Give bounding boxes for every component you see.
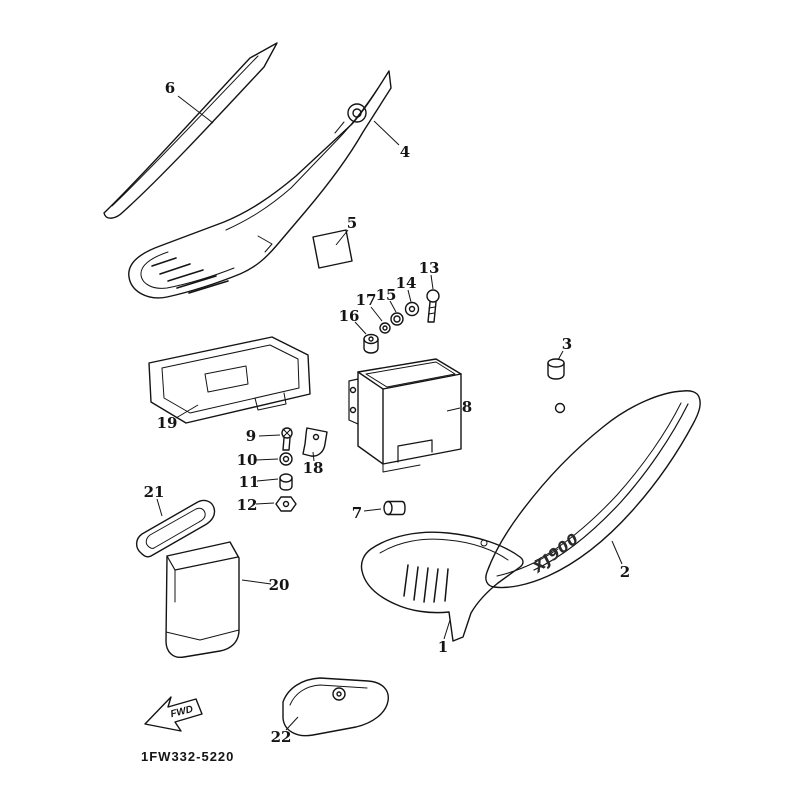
part2-logo-text: XJ900 (529, 529, 583, 577)
callout-9: 9 (246, 427, 256, 445)
leader-line-1 (443, 619, 451, 640)
leader-line-22 (285, 716, 299, 731)
part-15-nut (390, 312, 404, 326)
part-5-damper-pad (312, 229, 353, 269)
leader-line-4 (373, 120, 400, 146)
leader-line-19 (175, 404, 199, 419)
callout-2: 2 (620, 563, 630, 581)
callout-13: 13 (419, 259, 440, 277)
part-10-washer (279, 452, 293, 466)
leader-line-11 (256, 478, 279, 482)
callout-7: 7 (352, 504, 362, 522)
fwd-arrow-icon: FWD (144, 696, 203, 732)
leader-line-21 (156, 498, 163, 517)
fwd-label: FWD (169, 704, 194, 720)
callout-8: 8 (462, 398, 472, 416)
part-6-trim-strip (103, 42, 278, 219)
part-22-cover (282, 677, 389, 737)
leader-line-3 (557, 350, 564, 361)
diagram-code: 1FW332-5220 (141, 749, 234, 764)
leader-line-17 (370, 306, 383, 322)
part-12-nut (275, 496, 297, 512)
part-19-tray (148, 336, 311, 424)
callout-22: 22 (271, 728, 292, 746)
leader-line-18 (312, 451, 315, 462)
callout-6: 6 (165, 79, 175, 97)
leader-line-14 (407, 289, 412, 303)
part-3-grommet (547, 358, 565, 380)
leader-line-16 (354, 321, 367, 335)
emblem-hole-icon (347, 103, 367, 123)
part-1-side-cover-lower (360, 531, 524, 642)
leader-line-6 (177, 95, 214, 124)
leader-line-12 (255, 502, 275, 505)
leader-line-10 (255, 458, 279, 461)
leader-line-15 (389, 300, 397, 313)
callout-5: 5 (347, 214, 357, 232)
part-9-screw (281, 427, 293, 451)
part-11-grommet (279, 473, 293, 491)
part-2-side-cover-outer: XJ900 (485, 390, 701, 589)
callout-4: 4 (400, 143, 410, 161)
leader-line-8 (446, 407, 461, 412)
callout-15: 15 (376, 286, 397, 304)
callout-19: 19 (157, 414, 178, 432)
callout-1: 1 (438, 638, 448, 656)
leader-line-13 (430, 274, 434, 290)
leader-line-9 (258, 434, 281, 437)
callout-10: 10 (237, 451, 258, 469)
part-14-washer (404, 301, 420, 317)
callout-3: 3 (562, 335, 572, 353)
part-8-battery-box (348, 358, 462, 473)
leader-line-20 (241, 579, 272, 585)
callout-20: 20 (269, 576, 290, 594)
leader-line-2 (611, 540, 623, 565)
leader-line-5 (335, 229, 349, 246)
callout-14: 14 (396, 274, 417, 292)
part-4-side-cover-upper (128, 70, 392, 299)
callout-12: 12 (237, 496, 258, 514)
callout-11: 11 (239, 473, 260, 491)
part-17-washer (379, 322, 391, 334)
part-18-bracket (302, 427, 328, 457)
leader-line-7 (363, 508, 382, 512)
part-16-grommet (363, 333, 379, 354)
part-7-collar (383, 500, 406, 516)
callout-17: 17 (356, 291, 377, 309)
callout-18: 18 (303, 459, 324, 477)
part-13-screw (426, 289, 440, 323)
callout-16: 16 (339, 307, 360, 325)
part-20-tool-pouch (165, 541, 240, 659)
part-21-strap (135, 499, 216, 558)
callout-21: 21 (144, 483, 165, 501)
